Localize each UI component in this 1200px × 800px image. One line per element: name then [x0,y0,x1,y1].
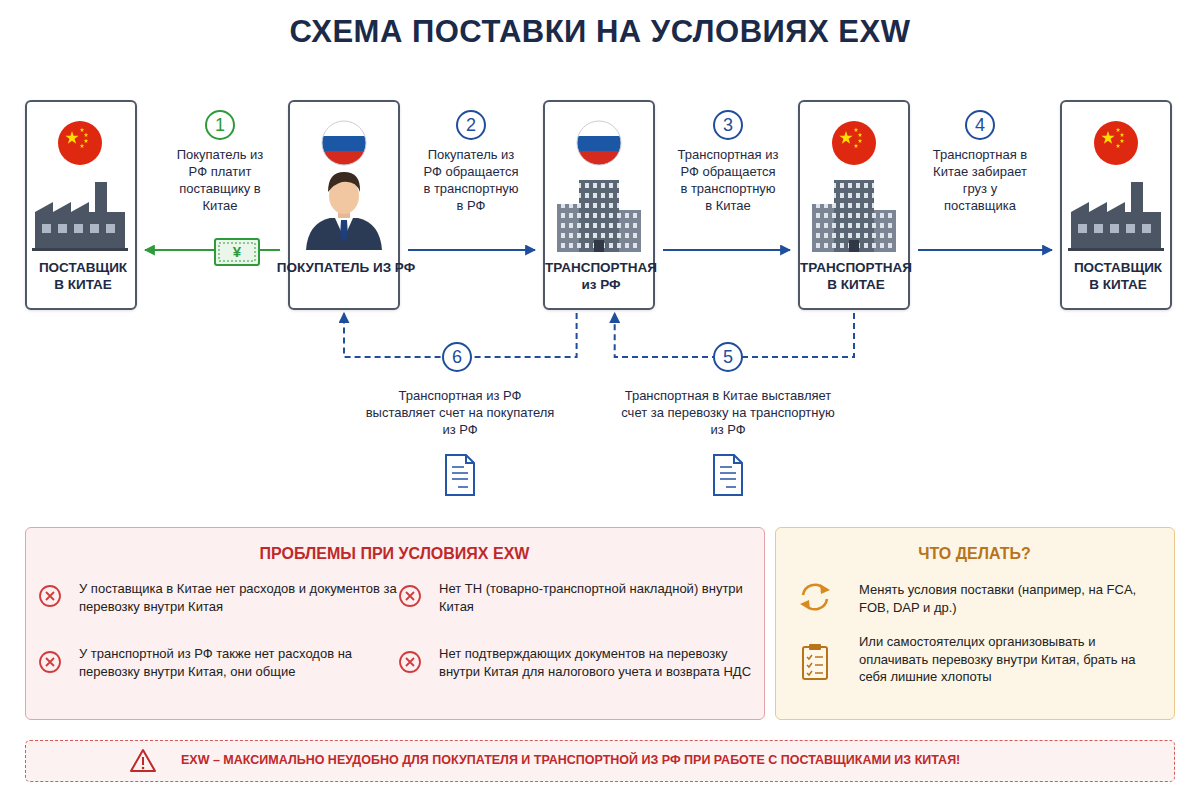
panel-item: Нет ТН (товарно-транспортной накладной) … [439,580,757,615]
step-description: Транспортная из РФ выставляет счет на по… [363,388,558,439]
party-box: ТРАНСПОРТНАЯ В КИТАЕ [798,100,910,310]
problems-panel: ПРОБЛЕМЫ ПРИ УСЛОВИЯХ EXW У поставщика в … [25,527,765,720]
diagram-title: СХЕМА ПОСТАВКИ НА УСЛОВИЯХ EXW [0,14,1200,50]
invoice-icon [446,455,474,495]
party-box: ПОКУПАТЕЛЬ ИЗ РФ [288,100,400,310]
step-number: 2 [458,112,484,138]
box-title: ТРАНСПОРТНАЯ из РФ [530,260,672,294]
panel-item: Или самостоятелцих организовывать и опла… [859,633,1159,686]
box-title: ПОКУПАТЕЛЬ ИЗ РФ [275,260,417,277]
panel-item: У транспортной из РФ также нет расходов … [79,645,397,680]
flow-arrow [408,249,535,251]
office-building-icon [557,180,641,252]
box-title: ПОСТАВЩИК В КИТАЕ [12,260,154,294]
china-flag [58,121,102,165]
panel-item: Нет подтверждающих документов на перевоз… [439,645,761,680]
russia-flag [322,121,366,165]
factory-icon [32,182,128,251]
step-circle: 2 [456,110,486,140]
cross-icon [40,586,60,606]
warning-text: EXW – МАКСИМАЛЬНО НЕУДОБНО ДЛЯ ПОКУПАТЕЛ… [181,752,1161,768]
panel-item: Менять условия поставки (например, на FC… [859,581,1159,616]
cross-icon [400,586,420,606]
currency-sign: ¥ [225,243,249,261]
step-circle: 5 [713,342,743,372]
step-number: 4 [967,112,993,138]
step-number: 6 [444,344,470,370]
step-description: Транспортная из РФ обращается в транспор… [676,147,780,215]
russia-flag [577,121,621,165]
panel-heading: ПРОБЛЕМЫ ПРИ УСЛОВИЯХ EXW [26,545,763,563]
panel-heading: ЧТО ДЕЛАТЬ? [776,545,1173,563]
buyer-icon [306,172,382,250]
step-circle: 3 [713,110,743,140]
change-icon [800,584,830,610]
checklist-icon [803,644,827,679]
panel-item: У поставщика в Китае нет расходов и доку… [79,580,397,615]
flow-arrow [918,249,1052,251]
banknote-icon [215,239,259,265]
step-description: Покупатель из РФ обращается в транспортн… [419,147,523,215]
cross-icon [400,652,420,672]
step-number: 1 [207,112,233,138]
warning-band: EXW – МАКСИМАЛЬНО НЕУДОБНО ДЛЯ ПОКУПАТЕЛ… [25,740,1175,782]
box-title: ТРАНСПОРТНАЯ В КИТАЕ [785,260,927,294]
cross-icon [40,652,60,672]
party-box: ПОСТАВЩИК В КИТАЕ [25,100,137,310]
office-building-icon [812,180,896,252]
solution-panel: ЧТО ДЕЛАТЬ? Менять условия поставки (напр… [775,527,1175,720]
warning-icon [131,750,155,771]
step-description: Транспортная в Китае забирает груз у пос… [930,147,1030,215]
step-circle: 4 [965,110,995,140]
invoice-icon [714,455,742,495]
factory-icon [1068,182,1164,251]
china-flag [832,121,876,165]
box-title: ПОСТАВЩИК В КИТАЕ [1047,260,1189,294]
party-box: ПОСТАВЩИК В КИТАЕ [1060,100,1172,310]
step-circle: 1 [205,110,235,140]
step-number: 3 [715,112,741,138]
flow-arrow [663,249,790,251]
step-description: Покупатель из РФ платит поставщику в Кит… [176,147,264,215]
china-flag [1094,121,1138,165]
step-circle: 6 [442,342,472,372]
payment-arrow [145,249,280,251]
party-box: ТРАНСПОРТНАЯ из РФ [543,100,655,310]
step-description: Транспортная в Китае выставляет счет за … [621,388,836,439]
step-number: 5 [715,344,741,370]
